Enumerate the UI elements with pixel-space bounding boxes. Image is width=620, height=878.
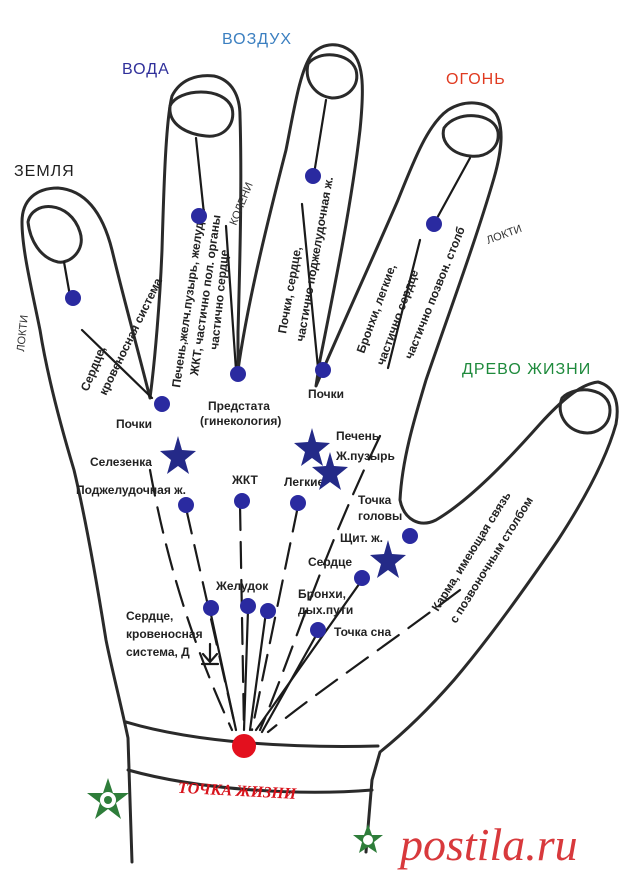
little-finger-label-2: кровеносная система — [96, 275, 165, 397]
star-gallbladder — [312, 452, 348, 490]
star-spleen — [160, 436, 196, 474]
hand-outline — [20, 43, 619, 864]
point-stomach-3 — [260, 603, 276, 619]
green-star-icon-left — [87, 778, 129, 819]
label-gi-tract: ЖКТ — [231, 473, 258, 487]
point-gi-tract — [234, 493, 250, 509]
life-point — [232, 734, 256, 758]
label-circulatory-3: система, Д — [126, 645, 190, 659]
point-middle-finger — [305, 168, 321, 184]
watermark: postila.ru — [397, 819, 578, 870]
element-fire: ОГОНЬ — [446, 71, 506, 88]
decorative-green-stars — [87, 778, 383, 853]
label-sleep-point: Точка сна — [334, 625, 392, 639]
star-points — [160, 428, 406, 578]
star-liver — [294, 428, 330, 466]
label-stomach: Желудок — [215, 579, 269, 593]
label-kidneys-right: Почки — [308, 387, 344, 401]
label-circulatory-1: Сердце, — [126, 609, 173, 623]
little-finger-side-label: ЛОКТИ — [15, 314, 31, 352]
point-heart — [354, 570, 370, 586]
label-circulatory-2: кровеносная — [126, 627, 203, 641]
point-sleep — [310, 622, 326, 638]
element-earth: ЗЕМЛЯ — [14, 163, 75, 180]
index-finger-side-label: ЛОКТИ — [485, 223, 524, 247]
star-thyroid — [370, 540, 406, 578]
life-point-group: ТОЧКА ЖИЗНИ — [178, 734, 298, 803]
label-prostate-2: (гинекология) — [200, 414, 281, 428]
label-heart: Сердце — [308, 555, 352, 569]
label-thyroid: Щит. ж. — [340, 531, 383, 545]
label-kidneys-left: Почки — [116, 417, 152, 431]
point-kidneys-right — [315, 362, 331, 378]
label-head-point-1: Точка — [358, 493, 392, 507]
element-air: ВОЗДУХ — [222, 31, 292, 48]
point-stomach-1 — [203, 600, 219, 616]
finger-lines — [62, 98, 472, 400]
label-head-point-2: головы — [358, 509, 402, 523]
watermark-text: postila.ru — [397, 819, 578, 870]
point-index-finger — [426, 216, 442, 232]
point-little-finger — [65, 290, 81, 306]
label-bronchi-2: дых.пути — [298, 603, 353, 617]
label-spleen: Селезенка — [90, 455, 152, 469]
point-pancreas — [178, 497, 194, 513]
palm-labels: Почки Предстата (гинекология) Почки Селе… — [76, 387, 402, 659]
label-bronchi-1: Бронхи, — [298, 587, 346, 601]
point-lungs — [290, 495, 306, 511]
label-pancreas: Поджелудочная ж. — [76, 483, 186, 497]
grounding-symbol — [200, 642, 220, 666]
label-gallbladder: Ж.пузырь — [335, 449, 395, 463]
label-lungs: Легкие — [284, 475, 324, 489]
label-prostate-1: Предстата — [208, 399, 270, 413]
green-star-icon-right — [353, 824, 383, 853]
life-point-label: ТОЧКА ЖИЗНИ — [178, 780, 298, 803]
label-liver: Печень — [336, 429, 379, 443]
palm-lines — [148, 434, 462, 734]
point-prostate — [230, 366, 246, 382]
point-stomach-2 — [240, 598, 256, 614]
point-head — [402, 528, 418, 544]
element-tree-of-life: ДРЕВО ЖИЗНИ — [462, 361, 591, 378]
point-ring-finger — [191, 208, 207, 224]
element-water: ВОДА — [122, 61, 170, 78]
acupressure-points — [65, 168, 442, 638]
point-kidneys-left — [154, 396, 170, 412]
element-titles: ЗЕМЛЯ ВОДА ВОЗДУХ ОГОНЬ ДРЕВО ЖИЗНИ — [14, 31, 591, 378]
